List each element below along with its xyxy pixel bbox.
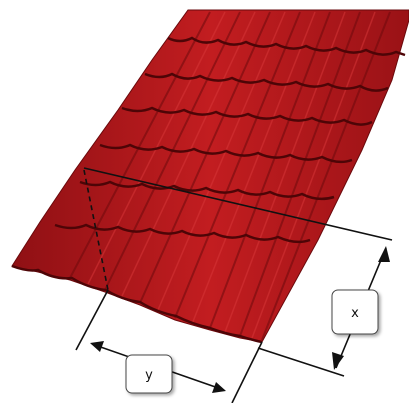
dashed-reference-line	[83, 169, 109, 291]
tile-steps	[54, 36, 406, 244]
arrowheads	[90, 246, 390, 393]
tile-highlights	[87, 11, 376, 339]
x-label: x	[351, 306, 359, 321]
tile-flutes	[69, 11, 391, 341]
y-label-box: y	[125, 354, 173, 394]
x-label-box: x	[331, 289, 379, 335]
extension-line-left	[75, 289, 109, 351]
extension-line-bottom	[257, 347, 345, 377]
y-arrow-left	[90, 341, 104, 352]
y-label: y	[145, 368, 153, 383]
x-arrow-bottom	[332, 352, 344, 370]
reference-line-top	[83, 167, 393, 241]
extension-line-right	[231, 341, 263, 403]
y-arrow-right	[212, 382, 226, 393]
x-arrow-top	[378, 246, 390, 262]
